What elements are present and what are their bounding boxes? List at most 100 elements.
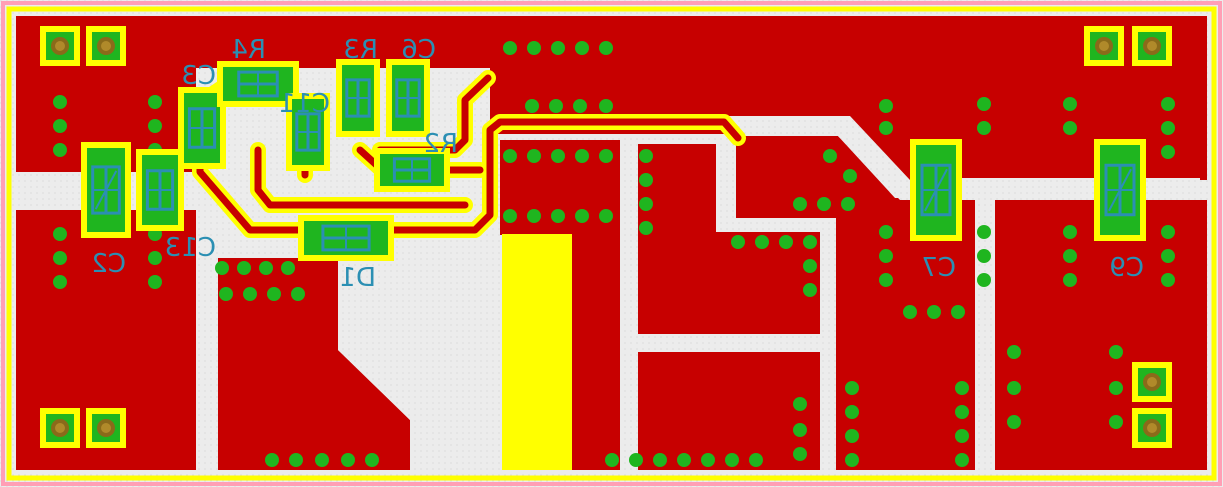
via xyxy=(955,381,969,395)
via xyxy=(237,261,251,275)
via xyxy=(573,99,587,113)
via xyxy=(755,235,769,249)
via xyxy=(1007,381,1021,395)
via xyxy=(148,275,162,289)
mounting-pad xyxy=(1084,26,1124,66)
via xyxy=(148,95,162,109)
component-d1 xyxy=(298,215,394,261)
via xyxy=(1161,249,1175,263)
mounting-pad xyxy=(40,408,80,448)
label-c6: C6 xyxy=(401,35,436,65)
via xyxy=(289,453,303,467)
via xyxy=(291,287,305,301)
mounting-pad xyxy=(1132,26,1172,66)
via xyxy=(803,235,817,249)
via-field xyxy=(53,41,1175,467)
via xyxy=(1007,415,1021,429)
via xyxy=(823,149,837,163)
via xyxy=(575,41,589,55)
via xyxy=(1063,249,1077,263)
via xyxy=(879,99,893,113)
via xyxy=(725,453,739,467)
via xyxy=(549,99,563,113)
via xyxy=(977,249,991,263)
via xyxy=(793,447,807,461)
via xyxy=(551,209,565,223)
via xyxy=(1063,273,1077,287)
via xyxy=(599,209,613,223)
via xyxy=(551,41,565,55)
via xyxy=(845,453,859,467)
via xyxy=(1063,97,1077,111)
via xyxy=(1161,225,1175,239)
via xyxy=(575,209,589,223)
via xyxy=(793,423,807,437)
label-r4: R4 xyxy=(231,35,266,65)
via xyxy=(653,453,667,467)
via xyxy=(215,261,229,275)
mounting-pad xyxy=(1132,362,1172,402)
via xyxy=(1161,145,1175,159)
via xyxy=(315,453,329,467)
via xyxy=(793,197,807,211)
via xyxy=(148,251,162,265)
via xyxy=(1161,121,1175,135)
via xyxy=(749,453,763,467)
via xyxy=(879,225,893,239)
via xyxy=(629,453,643,467)
mounting-pad xyxy=(86,408,126,448)
label-c2: C2 xyxy=(91,249,126,279)
via xyxy=(639,149,653,163)
label-c11: C11 xyxy=(279,89,330,119)
via xyxy=(53,95,67,109)
via xyxy=(731,235,745,249)
label-r3: R3 xyxy=(343,35,378,65)
label-r2: R2 xyxy=(423,129,458,159)
component-c9 xyxy=(1094,139,1146,241)
via xyxy=(148,119,162,133)
via xyxy=(779,235,793,249)
component-c6 xyxy=(386,59,430,137)
via xyxy=(845,429,859,443)
via xyxy=(259,261,273,275)
via xyxy=(53,227,67,241)
component-r3 xyxy=(336,59,380,137)
label-c7: C7 xyxy=(921,253,956,283)
via xyxy=(1161,97,1175,111)
via xyxy=(599,149,613,163)
label-c3: C3 xyxy=(181,61,216,91)
via xyxy=(605,453,619,467)
via xyxy=(1109,381,1123,395)
via xyxy=(977,273,991,287)
via xyxy=(503,209,517,223)
via xyxy=(599,41,613,55)
via xyxy=(955,453,969,467)
via xyxy=(527,41,541,55)
via xyxy=(503,149,517,163)
via xyxy=(1063,225,1077,239)
via xyxy=(503,41,517,55)
mounting-pad xyxy=(1132,408,1172,448)
via xyxy=(341,453,355,467)
component-c7 xyxy=(910,139,962,241)
via xyxy=(803,283,817,297)
via xyxy=(53,119,67,133)
via xyxy=(219,287,233,301)
via xyxy=(243,287,257,301)
via xyxy=(793,397,807,411)
board-outline-inner xyxy=(6,6,1217,481)
via xyxy=(803,259,817,273)
via xyxy=(599,99,613,113)
silkscreen-labels: R4 R3 C6 C3 C11 R2 C2 C13 D1 C7 C9 xyxy=(91,35,1144,293)
via xyxy=(639,173,653,187)
via xyxy=(527,149,541,163)
mounting-pad xyxy=(86,26,126,66)
via xyxy=(677,453,691,467)
label-c9: C9 xyxy=(1109,253,1144,283)
via xyxy=(527,209,541,223)
via xyxy=(879,121,893,135)
via xyxy=(817,197,831,211)
via xyxy=(1007,345,1021,359)
